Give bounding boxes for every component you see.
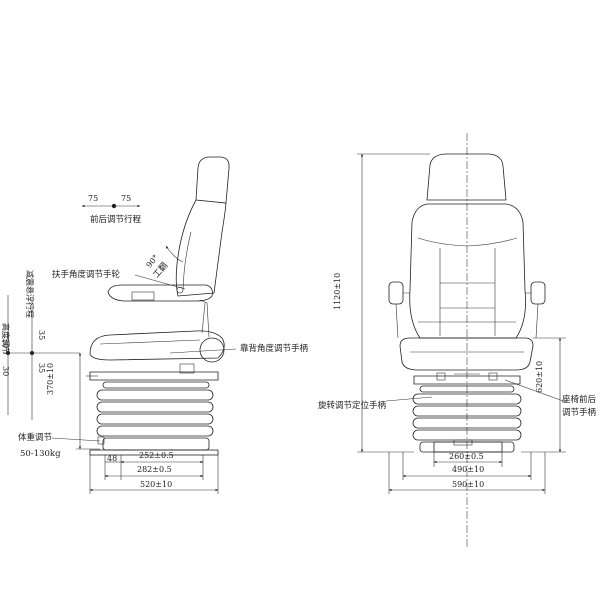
- aft-travel-75: 75: [121, 194, 131, 203]
- side-seat-cushion: [89, 330, 225, 361]
- seat-fore-aft-label-2: 调节手柄: [562, 407, 597, 418]
- side-backrest: [175, 199, 227, 297]
- backrest-angle-arc: [165, 245, 184, 263]
- side-view: 75 75 前后调节行程 90° 工翻 扶手角度调节手轮 靠背角度调节手柄: [1, 156, 309, 494]
- height-30-top: 30: [1, 338, 10, 348]
- height-adjust-label: 高度调节: [1, 323, 11, 355]
- dim-590: 590±10: [452, 480, 484, 489]
- swivel-handle-label: 旋转调节定位手柄: [318, 400, 387, 411]
- front-view: 1120±10 620±10 旋转调节定位手柄 座椅前后 调节手柄 260±0.…: [318, 133, 597, 548]
- weight-adjust-label: 体重调节: [18, 432, 53, 443]
- fore-aft-label: 前后调节行程: [90, 214, 142, 225]
- dim-48: 48: [107, 454, 117, 463]
- height-30-bottom: 30: [1, 366, 10, 376]
- dim-520: 520±10: [140, 480, 172, 489]
- dim-252: 252±0.5: [139, 451, 174, 460]
- side-armrest: [107, 284, 213, 302]
- dim-260: 260±0.5: [449, 452, 484, 461]
- shock-35-bottom: 35: [37, 363, 46, 373]
- front-seat-cushion: [399, 337, 534, 371]
- dim-370: 370±10: [46, 363, 55, 395]
- seat-fore-aft-label-1: 座椅前后: [562, 394, 597, 405]
- right-armrest: [530, 281, 546, 305]
- side-bellows: [96, 381, 214, 451]
- backrest-handle-label: 靠背角度调节手柄: [240, 343, 309, 354]
- weight-knob: [97, 436, 105, 445]
- fore-travel-75: 75: [88, 194, 98, 203]
- front-backrest: [409, 203, 526, 339]
- dim-620: 620±10: [535, 361, 544, 393]
- side-headrest: [195, 156, 230, 204]
- fore-aft-indicator: 75 75 前后调节行程: [81, 194, 142, 225]
- shock-travel-label: 减震悬浮行程: [25, 270, 35, 318]
- front-headrest: [426, 153, 507, 201]
- armrest-wheel-label: 扶手角度调节手轮: [52, 269, 121, 280]
- left-armrest: [388, 281, 404, 305]
- weight-range: 50-130kg: [20, 449, 61, 459]
- front-base-foot: [433, 441, 503, 453]
- dim-282: 282±0.5: [137, 465, 172, 474]
- shock-35-top: 35: [37, 330, 46, 340]
- dim-1120: 1120±10: [333, 273, 342, 310]
- dim-490: 490±10: [452, 465, 484, 474]
